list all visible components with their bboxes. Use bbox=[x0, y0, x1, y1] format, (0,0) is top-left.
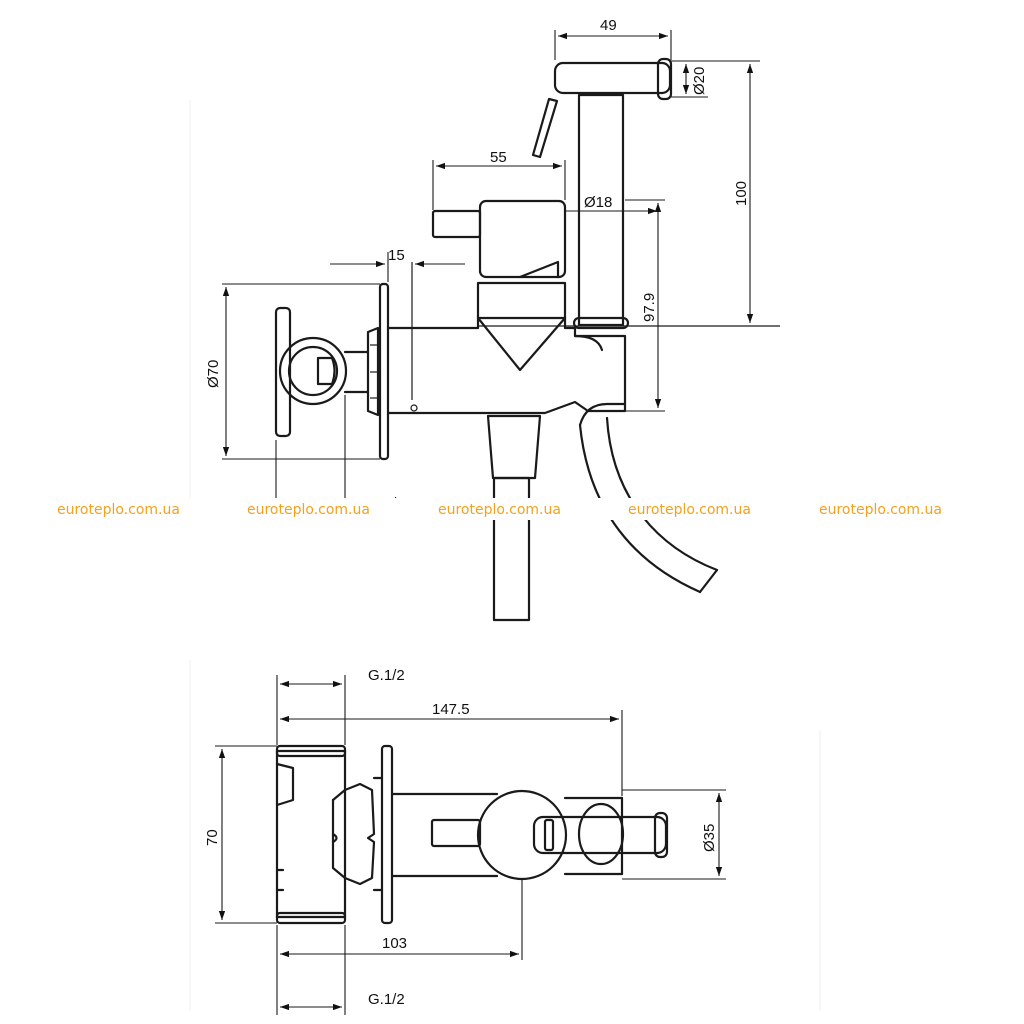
watermark-text-3: euroteplo.com.ua bbox=[438, 502, 561, 518]
dim-d18: Ø18 bbox=[584, 194, 612, 211]
box-top-rim bbox=[275, 744, 347, 758]
stem-nut bbox=[572, 316, 630, 330]
dim-g12-bottom: G.1/2 bbox=[368, 991, 405, 1008]
watermark-text-4: euroteplo.com.ua bbox=[628, 502, 751, 518]
outlet-pipe bbox=[492, 476, 531, 622]
dim-70: 70 bbox=[204, 829, 221, 846]
outlet-nut bbox=[486, 414, 542, 480]
handle-lever bbox=[431, 209, 482, 239]
watermark-text-2: euroteplo.com.ua bbox=[247, 502, 370, 518]
inlet-ring-inner bbox=[287, 345, 339, 397]
top-view bbox=[275, 744, 669, 925]
dim-147-5: 147.5 bbox=[432, 701, 470, 718]
hex-nut-side bbox=[366, 326, 380, 417]
shower-head bbox=[553, 61, 672, 95]
inlet-cutout bbox=[316, 356, 336, 386]
hose-connector-top bbox=[577, 802, 625, 866]
body-curve bbox=[573, 334, 604, 352]
mounting-plate bbox=[274, 306, 292, 438]
handle-cap bbox=[476, 789, 568, 881]
side-view-dimensions: 49 Ø20 100 55 Ø18 97.9 15 Ø70 bbox=[205, 17, 760, 512]
watermark-row: euroteplo.com.ua euroteplo.com.ua eurote… bbox=[57, 502, 942, 518]
shower-nozzle bbox=[656, 57, 673, 101]
dim-49: 49 bbox=[600, 17, 617, 34]
dim-d35: Ø35 bbox=[701, 824, 718, 852]
shower-nozzle-top bbox=[653, 811, 669, 859]
watermark-text-5: euroteplo.com.ua bbox=[819, 502, 942, 518]
dim-55: 55 bbox=[490, 149, 507, 166]
dim-100: 100 bbox=[733, 181, 750, 206]
dim-15: 15 bbox=[388, 247, 405, 264]
dim-d70: Ø70 bbox=[205, 360, 222, 388]
dim-97-9: 97.9 bbox=[641, 293, 658, 322]
lever-top bbox=[430, 818, 482, 848]
watermark-text-1: euroteplo.com.ua bbox=[57, 502, 180, 518]
valve-cone bbox=[476, 316, 567, 372]
background-frame bbox=[189, 100, 821, 1010]
box-window bbox=[275, 762, 295, 807]
box-bottom-rim bbox=[275, 911, 347, 925]
side-view bbox=[274, 57, 780, 622]
hose-joint bbox=[578, 402, 627, 427]
inlet-ring-outer bbox=[278, 336, 348, 406]
hose-outer bbox=[578, 423, 702, 594]
flange-top bbox=[380, 744, 394, 925]
wall-flange bbox=[378, 282, 390, 461]
hex-nut-top bbox=[343, 782, 376, 886]
box-body bbox=[275, 749, 347, 919]
hose-inner bbox=[605, 416, 719, 572]
handle-housing bbox=[478, 199, 567, 279]
dim-103: 103 bbox=[382, 935, 407, 952]
shower-stem bbox=[577, 93, 625, 327]
dim-g12-top: G.1/2 bbox=[368, 667, 405, 684]
shower-trigger bbox=[531, 97, 559, 159]
valve-body bbox=[386, 281, 627, 415]
top-view-dimensions: G.1/2 147.5 70 Ø35 103 G.1/2 bbox=[204, 667, 726, 1015]
watermark-band bbox=[0, 498, 1024, 520]
dim-d20: Ø20 bbox=[691, 67, 708, 95]
